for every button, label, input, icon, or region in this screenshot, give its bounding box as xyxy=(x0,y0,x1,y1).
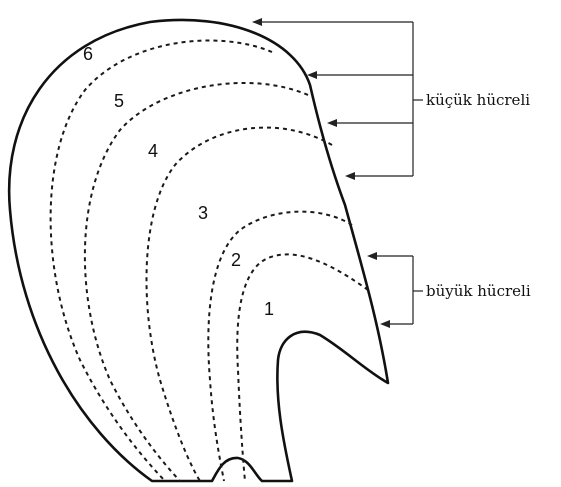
large-cell-arrowhead-2 xyxy=(380,320,390,328)
outer-boundary xyxy=(9,20,388,481)
layer-number-6: 6 xyxy=(83,44,93,64)
small-cell-arrowhead-1 xyxy=(252,18,262,26)
layer-number-3: 3 xyxy=(198,203,208,223)
layer-boundary-5 xyxy=(85,83,308,481)
layer-number-5: 5 xyxy=(114,91,124,111)
small-cell-arrowhead-3 xyxy=(327,119,337,127)
small-cell-label: küçük hücreli xyxy=(426,91,530,109)
layer-number-4: 4 xyxy=(148,141,158,161)
small-cell-bracket xyxy=(252,18,423,180)
large-cell-arrowhead-1 xyxy=(367,252,377,260)
layer-boundary-3 xyxy=(208,212,352,481)
layer-number-2: 2 xyxy=(231,250,241,270)
small-cell-arrowhead-4 xyxy=(345,172,355,180)
layer-number-1: 1 xyxy=(264,299,274,319)
large-cell-label: büyük hücreli xyxy=(426,282,531,300)
layer-boundary-4 xyxy=(146,128,332,481)
layer-boundary-2 xyxy=(237,254,368,481)
